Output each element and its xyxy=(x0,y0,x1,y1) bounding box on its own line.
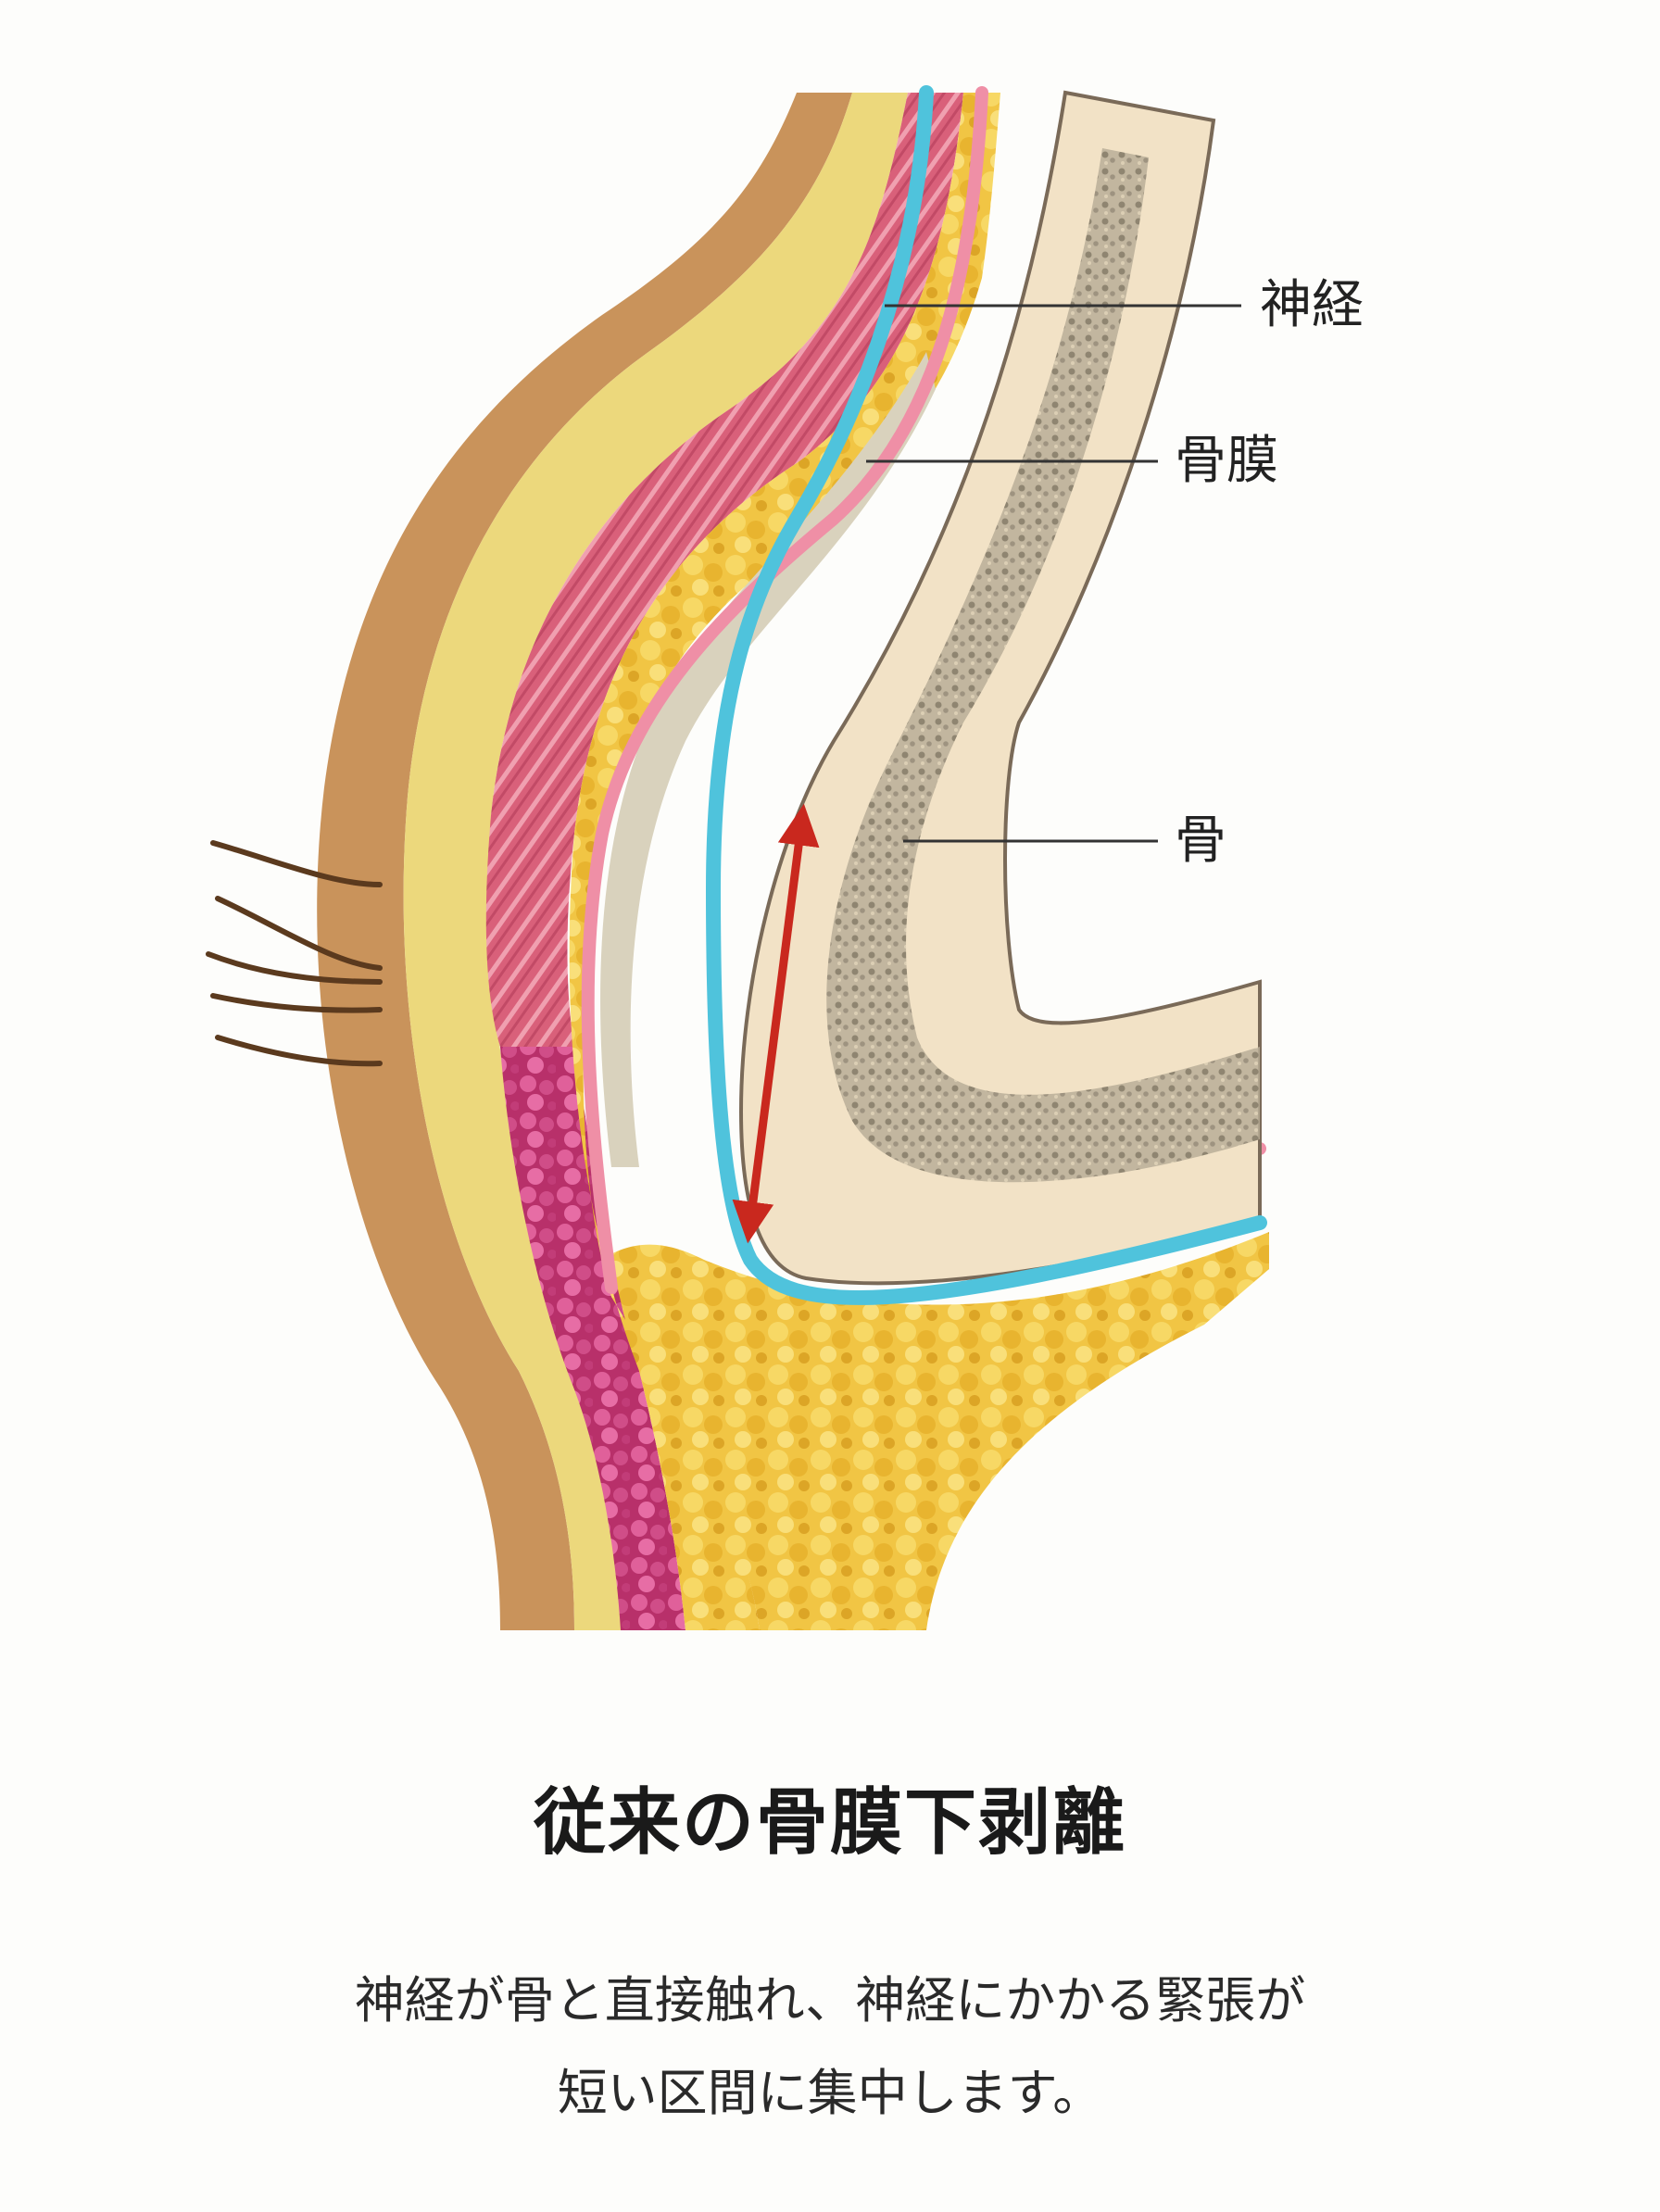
skin-layer xyxy=(317,93,852,1630)
nerve-line xyxy=(705,85,1267,1305)
subcutaneous-layer xyxy=(403,93,908,1630)
gland-tissue xyxy=(500,1047,685,1630)
muscle-layer xyxy=(485,93,963,1047)
fat-layer-upper xyxy=(569,93,1000,1630)
caption-line-1: 神経が骨と直接触れ、神経にかかる緊張が xyxy=(354,1971,1306,2030)
periosteum-line xyxy=(581,86,988,1294)
nerve-label: 神経 xyxy=(1260,275,1364,335)
hair-strands xyxy=(206,840,383,1067)
caption-line-2: 短い区間に集中します。 xyxy=(557,2064,1103,2122)
periosteum-label: 骨膜 xyxy=(1175,431,1278,491)
bone-marrow xyxy=(826,148,1260,1183)
tension-arrow xyxy=(732,803,820,1244)
anatomy-illustration xyxy=(206,85,1269,1630)
bone-label: 骨 xyxy=(1175,811,1226,871)
caption-title: 従来の骨膜下剥離 xyxy=(533,1781,1126,1865)
